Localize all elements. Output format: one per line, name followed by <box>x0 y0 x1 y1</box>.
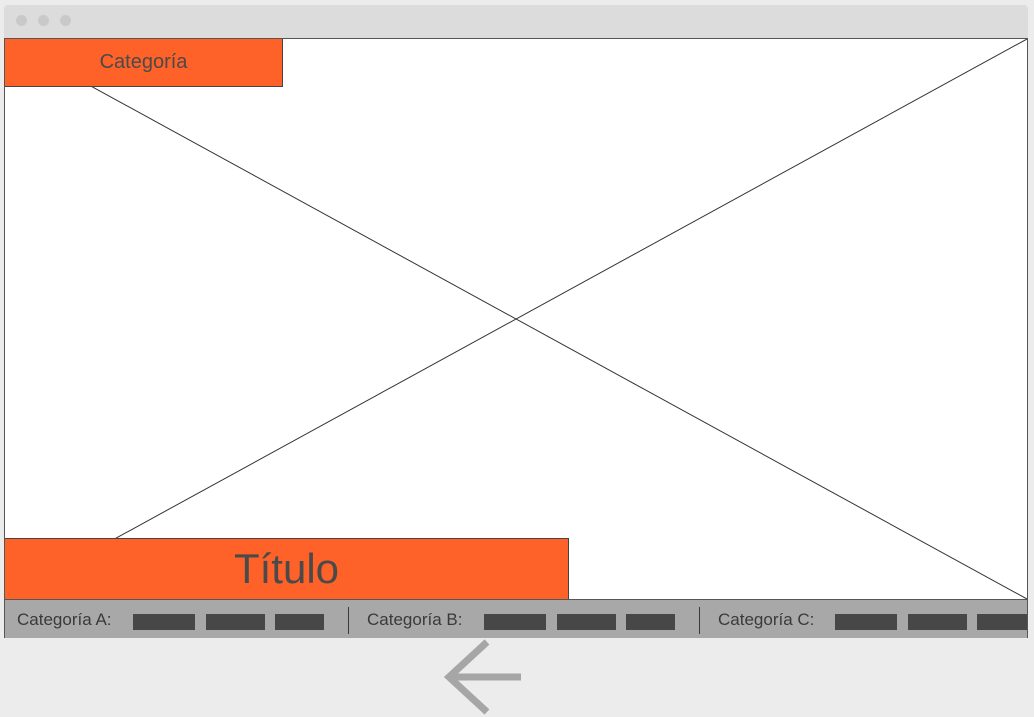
tag-group-label: Categoría B: <box>367 610 463 629</box>
tag-pill[interactable] <box>484 614 546 630</box>
tag-pill[interactable] <box>206 614 265 630</box>
tag-pill[interactable] <box>835 614 897 630</box>
tag-group-c: Categoría C: <box>700 600 1027 638</box>
tag-pill[interactable] <box>977 614 1027 630</box>
tag-pill[interactable] <box>133 614 195 630</box>
arrow-left-icon[interactable] <box>443 638 523 716</box>
browser-window: Categoría Título Categoría A: Categoría … <box>4 5 1028 638</box>
category-badge[interactable]: Categoría <box>5 39 283 87</box>
article-card: Categoría Título Categoría A: Categoría … <box>4 38 1028 638</box>
tag-group-divider <box>348 607 349 634</box>
tag-group-label: Categoría C: <box>718 610 815 629</box>
tag-pill[interactable] <box>908 614 967 630</box>
close-window-dot[interactable] <box>16 15 27 26</box>
minimize-window-dot[interactable] <box>38 15 49 26</box>
tag-pill[interactable] <box>557 614 616 630</box>
tag-group-divider <box>699 607 700 634</box>
tag-pill[interactable] <box>275 614 324 630</box>
image-placeholder-icon <box>5 39 1027 599</box>
window-titlebar <box>4 5 1028 38</box>
tag-group-a: Categoría A: <box>5 600 345 638</box>
tag-pill[interactable] <box>626 614 675 630</box>
tag-group-label: Categoría A: <box>17 610 112 629</box>
tag-group-b: Categoría B: <box>349 600 699 638</box>
maximize-window-dot[interactable] <box>60 15 71 26</box>
tags-bar: Categoría A: Categoría B: Categoría C: <box>5 599 1027 638</box>
article-title: Título <box>5 538 569 599</box>
